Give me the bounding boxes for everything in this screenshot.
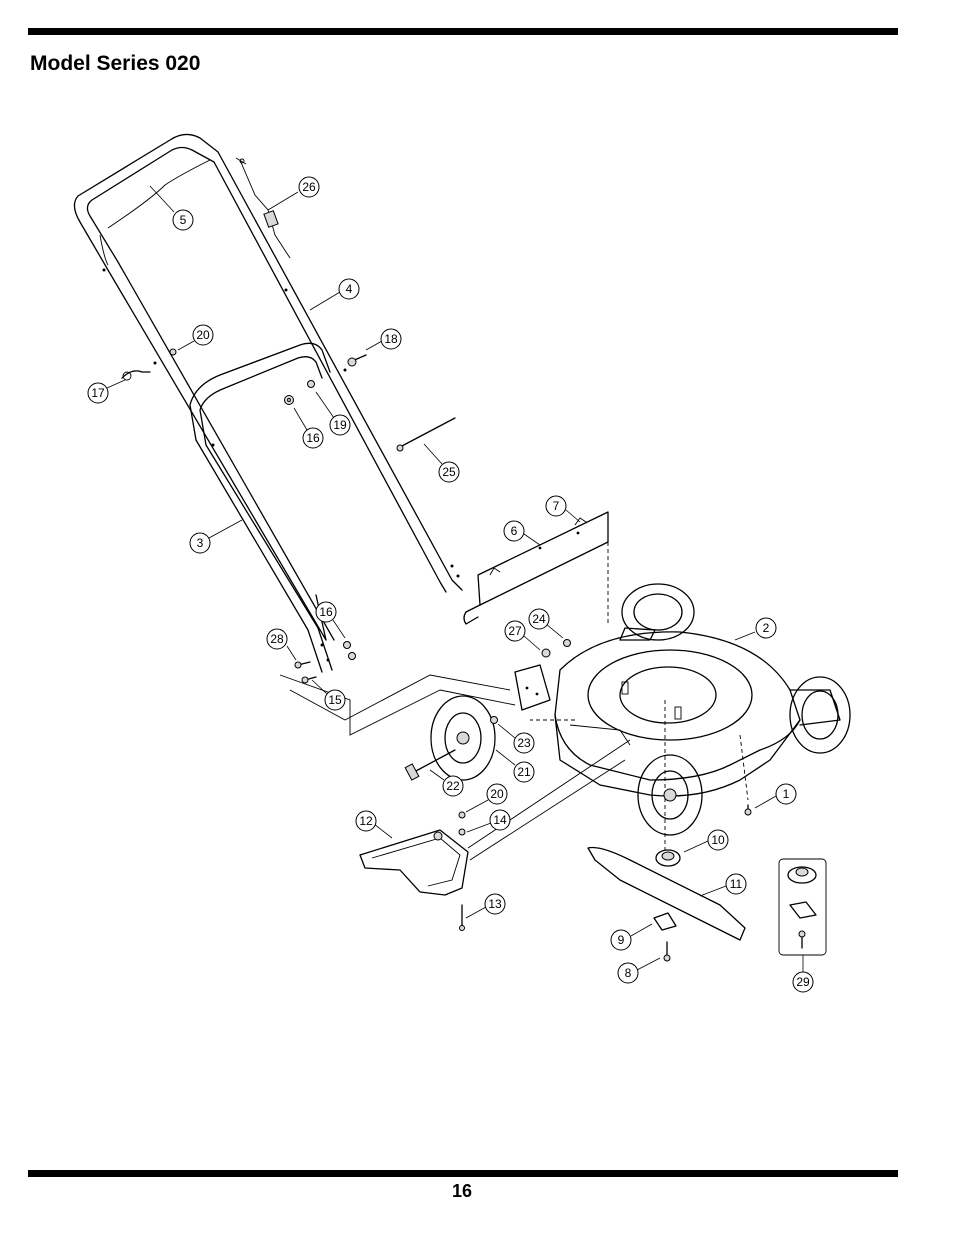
svg-text:24: 24	[532, 612, 546, 626]
callout-25: 25	[438, 461, 460, 483]
callout-29: 29	[792, 971, 814, 993]
callout-12: 12	[355, 810, 377, 832]
svg-text:5: 5	[180, 213, 187, 227]
rear-bracket	[463, 511, 609, 625]
blade-assembly	[587, 804, 752, 962]
callout-18: 18	[380, 328, 402, 350]
leader-lines	[106, 185, 804, 972]
callout-17: 17	[87, 382, 109, 404]
deflector	[359, 739, 631, 931]
callout-8: 8	[617, 962, 639, 984]
svg-text:16: 16	[306, 431, 320, 445]
svg-text:21: 21	[517, 765, 531, 779]
bottom-rule	[28, 1170, 898, 1177]
callout-14: 14	[489, 809, 511, 831]
svg-text:16: 16	[319, 605, 333, 619]
callout-24: 24	[528, 608, 550, 630]
svg-text:29: 29	[796, 975, 810, 989]
callout-27: 27	[504, 620, 526, 642]
svg-text:19: 19	[333, 418, 347, 432]
svg-text:26: 26	[302, 180, 316, 194]
control-cable	[235, 157, 291, 259]
svg-text:18: 18	[384, 332, 398, 346]
svg-text:28: 28	[270, 632, 284, 646]
svg-text:12: 12	[359, 814, 373, 828]
callout-26: 26	[298, 176, 320, 198]
svg-text:3: 3	[197, 536, 204, 550]
top-rule	[28, 28, 898, 35]
page-number: 16	[451, 1181, 473, 1201]
svg-text:4: 4	[346, 282, 353, 296]
svg-text:23: 23	[517, 736, 531, 750]
svg-text:15: 15	[328, 693, 342, 707]
svg-text:20: 20	[490, 787, 504, 801]
svg-text:6: 6	[511, 524, 518, 538]
blade-adapter-kit	[778, 858, 827, 956]
lower-handle	[189, 342, 333, 673]
svg-text:27: 27	[508, 624, 522, 638]
callout-22: 22	[442, 775, 464, 797]
upper-handle	[73, 133, 463, 641]
callout-4: 4	[338, 278, 360, 300]
callout-11: 11	[725, 873, 747, 895]
callout-15: 15	[324, 689, 346, 711]
callout-6: 6	[503, 520, 525, 542]
callout-1: 1	[775, 783, 797, 805]
svg-text:22: 22	[446, 779, 460, 793]
svg-text:9: 9	[618, 933, 625, 947]
callout-16-upper: 16	[302, 427, 324, 449]
callout-19: 19	[329, 414, 351, 436]
callout-20-lower: 20	[486, 783, 508, 805]
callout-5: 5	[172, 209, 194, 231]
svg-text:2: 2	[763, 621, 770, 635]
svg-text:8: 8	[625, 966, 632, 980]
mower-deck	[530, 627, 841, 850]
wheels	[430, 583, 851, 836]
handle-hardware	[121, 348, 456, 452]
svg-text:25: 25	[442, 465, 456, 479]
svg-text:7: 7	[553, 499, 560, 513]
callout-9: 9	[610, 929, 632, 951]
svg-text:10: 10	[711, 833, 725, 847]
callout-21: 21	[513, 761, 535, 783]
callout-28: 28	[266, 628, 288, 650]
callout-2: 2	[755, 617, 777, 639]
page-title: Model Series 020	[30, 52, 201, 75]
callout-23: 23	[513, 732, 535, 754]
svg-text:11: 11	[730, 877, 743, 891]
svg-text:1: 1	[783, 787, 790, 801]
axle-hardware	[279, 639, 571, 781]
callout-13: 13	[484, 893, 506, 915]
callout-10: 10	[707, 829, 729, 851]
svg-text:14: 14	[493, 813, 507, 827]
callout-16-lower: 16	[315, 601, 337, 623]
svg-text:17: 17	[91, 386, 105, 400]
callout-7: 7	[545, 495, 567, 517]
svg-text:13: 13	[488, 897, 502, 911]
callout-20-upper: 20	[192, 324, 214, 346]
callout-3: 3	[189, 532, 211, 554]
svg-text:20: 20	[196, 328, 210, 342]
